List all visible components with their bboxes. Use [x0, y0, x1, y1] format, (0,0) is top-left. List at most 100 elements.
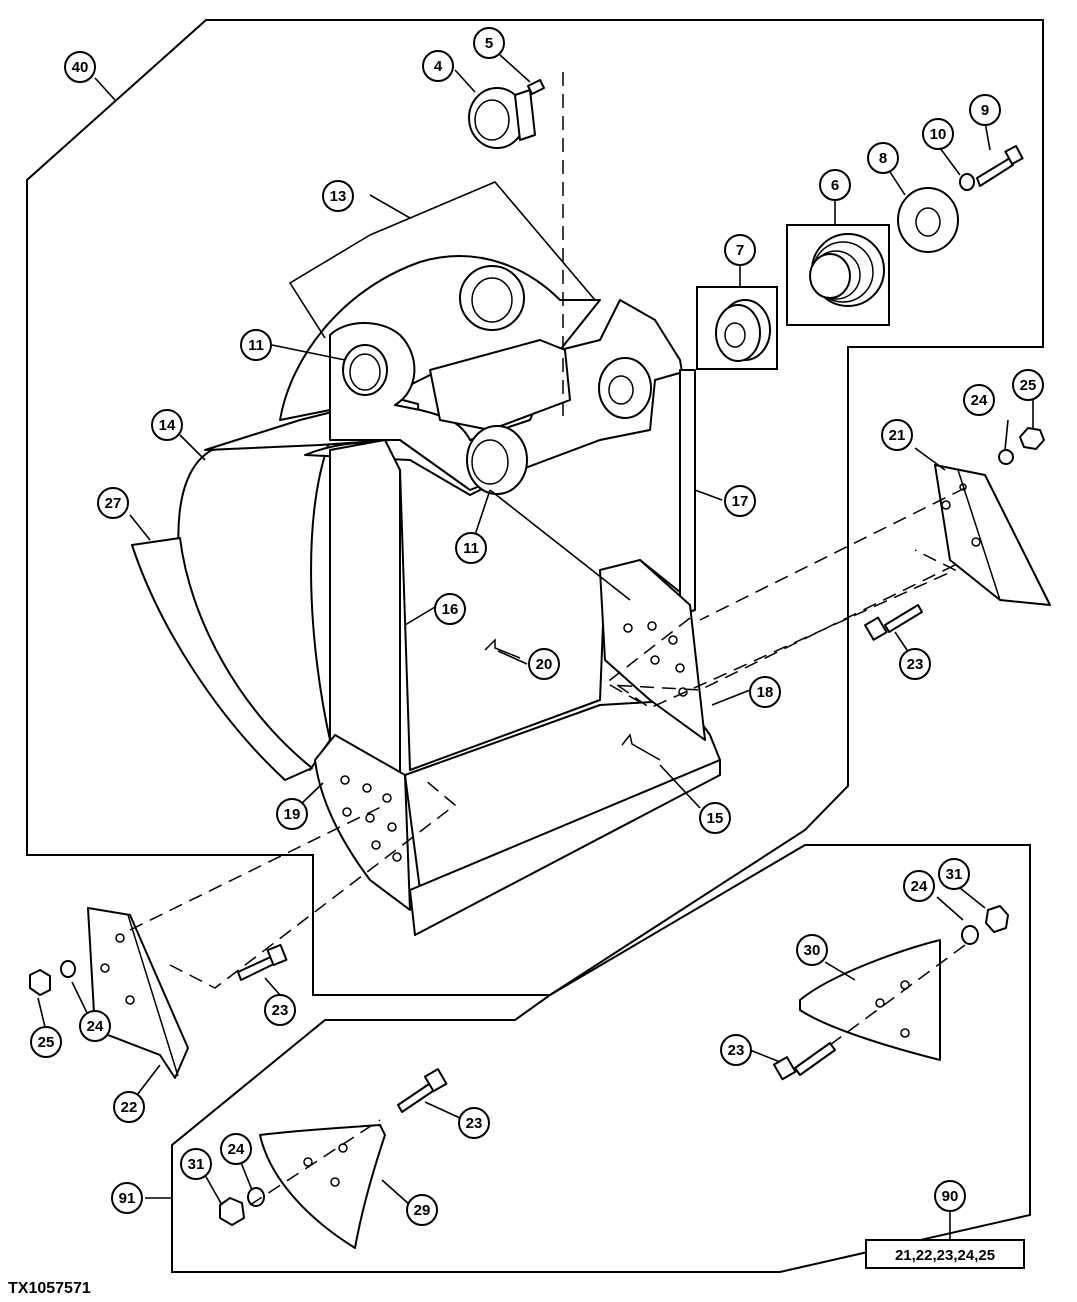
corner-plate-right-holes	[623, 621, 688, 697]
callout-24-plate29: 24	[220, 1133, 252, 1165]
callout-7-label: 7	[736, 242, 744, 259]
callout-19: 19	[276, 798, 308, 830]
wear-strip	[131, 537, 313, 781]
nut-31-plate30	[985, 905, 1009, 933]
weld-symbol-20	[484, 638, 521, 659]
callout-15-label: 15	[707, 810, 724, 827]
figure-reference: TX1057571	[8, 1280, 91, 1297]
callout-21-label: 21	[889, 427, 906, 444]
leader-lines	[37, 54, 1034, 1240]
callout-8-label: 8	[879, 150, 887, 167]
callout-9: 9	[969, 94, 1001, 126]
bolt-23-right	[864, 604, 923, 641]
callout-30: 30	[796, 934, 828, 966]
callout-24-plate29-label: 24	[228, 1141, 245, 1158]
centerline-right-lower	[609, 564, 956, 706]
callout-19-label: 19	[284, 806, 301, 823]
callout-29: 29	[406, 1194, 438, 1226]
callout-91: 91	[111, 1182, 143, 1214]
bushing-upper	[342, 344, 388, 396]
centerline-right-upper	[699, 487, 966, 621]
callout-25-left-label: 25	[38, 1034, 55, 1051]
callout-23-plate29: 23	[458, 1107, 490, 1139]
bucket-front-panel	[304, 369, 691, 771]
corner-plate-left	[314, 734, 411, 911]
callout-90-label: 90	[942, 1188, 959, 1205]
bolt-23-plate30	[772, 1042, 836, 1081]
callout-5-label: 5	[485, 35, 493, 52]
callout-29-label: 29	[414, 1202, 431, 1219]
centerline-left-lower	[169, 779, 457, 989]
callout-7: 7	[724, 234, 756, 266]
callout-4: 4	[422, 50, 454, 82]
callout-30-label: 30	[804, 942, 821, 959]
bolt-9	[976, 145, 1024, 187]
side-cutter-left	[329, 439, 401, 776]
callout-13-label: 13	[330, 188, 347, 205]
callout-6: 6	[819, 169, 851, 201]
callout-9-label: 9	[981, 102, 989, 119]
callout-11-upper: 11	[240, 329, 272, 361]
callout-17-label: 17	[732, 493, 749, 510]
callout-23-right-label: 23	[907, 656, 924, 673]
callout-11-lower-label: 11	[463, 540, 479, 557]
callout-4-label: 4	[434, 58, 443, 75]
rear-boss	[459, 265, 525, 331]
kit-box-text: 21,22,23,24,25	[895, 1247, 995, 1264]
group-91-boundary	[171, 844, 1031, 1273]
side-cutter-22	[87, 907, 189, 1079]
washer-24-plate29	[247, 1187, 265, 1207]
callout-5: 5	[473, 27, 505, 59]
callout-40: 40	[64, 51, 96, 83]
nut-25-left	[29, 969, 51, 996]
callout-31-plate29: 31	[180, 1148, 212, 1180]
front-boss	[598, 357, 652, 419]
bolt-23-left	[237, 943, 288, 981]
centerline-plate30	[829, 944, 966, 1046]
group-40-boundary	[26, 19, 1044, 996]
grease-fitting-5	[527, 79, 545, 95]
callout-14: 14	[151, 409, 183, 441]
callout-24-right-label: 24	[971, 392, 988, 409]
corner-plate-left-holes	[340, 775, 402, 862]
callout-21: 21	[881, 419, 913, 451]
callout-22-label: 22	[121, 1099, 138, 1116]
callout-11-upper-label: 11	[248, 337, 264, 354]
plate-29	[259, 1124, 386, 1249]
callout-17: 17	[724, 485, 756, 517]
callout-20-label: 20	[536, 656, 553, 673]
bolt-23-plate29	[397, 1068, 448, 1113]
callout-40-label: 40	[72, 59, 89, 76]
callout-14-label: 14	[159, 417, 176, 434]
callout-20: 20	[528, 648, 560, 680]
cross-tube	[429, 339, 571, 431]
callout-18: 18	[749, 676, 781, 708]
callout-25-right: 25	[1012, 369, 1044, 401]
bucket-assembly	[131, 255, 721, 936]
callout-23-plate30: 23	[720, 1034, 752, 1066]
callout-16: 16	[434, 593, 466, 625]
side-cutter-right	[679, 369, 696, 616]
callout-31-plate30: 31	[938, 858, 970, 890]
callout-18-label: 18	[757, 684, 774, 701]
retainer-plate-8	[897, 187, 959, 253]
bushing-4	[468, 87, 536, 149]
callout-25-left: 25	[30, 1026, 62, 1058]
callout-90: 90	[934, 1180, 966, 1212]
callout-23-right: 23	[899, 648, 931, 680]
centerline-plate29	[249, 1119, 381, 1206]
callout-27-label: 27	[105, 495, 122, 512]
centerline-left-upper	[129, 804, 386, 931]
weld-symbol-15	[621, 733, 661, 761]
callout-24-left-label: 24	[87, 1018, 104, 1035]
plate-30	[799, 939, 941, 1061]
callout-24-plate30: 24	[903, 870, 935, 902]
callout-23-left-label: 23	[272, 1002, 289, 1019]
callout-13: 13	[322, 180, 354, 212]
callout-31-plate30-label: 31	[946, 866, 963, 883]
front-ear-plate	[329, 299, 691, 491]
callout-23-plate30-label: 23	[728, 1042, 745, 1059]
washer-24-left	[60, 960, 76, 978]
callout-23-left: 23	[264, 994, 296, 1026]
